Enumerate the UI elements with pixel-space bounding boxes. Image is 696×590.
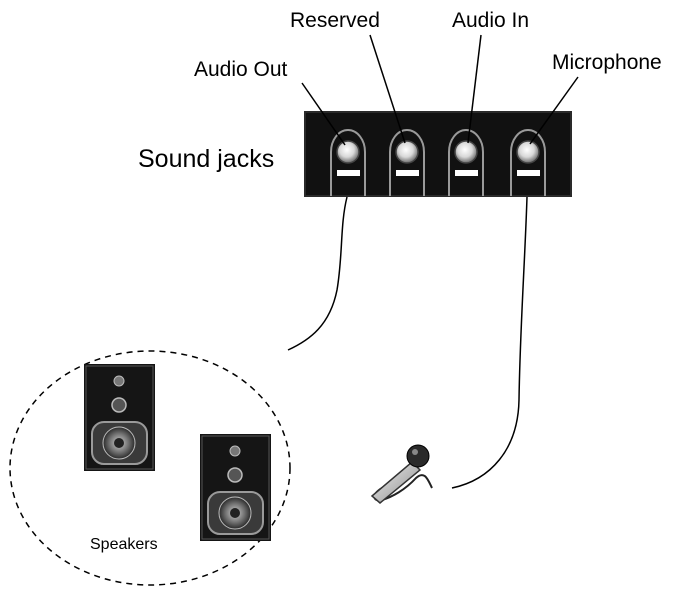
speaker-cable xyxy=(287,196,348,351)
speakers-label: Speakers xyxy=(90,536,158,553)
audio-in-jack[interactable] xyxy=(448,129,484,196)
speakers-group-circle xyxy=(9,350,291,586)
sound-jacks-label: Sound jacks xyxy=(138,145,275,173)
audio-in-label: Audio In xyxy=(452,9,530,32)
reserved-leader xyxy=(369,34,406,144)
microphone-icon xyxy=(370,444,433,504)
microphone-label: Microphone xyxy=(552,51,662,74)
speaker-icon xyxy=(84,364,155,471)
leader-lines xyxy=(301,34,579,146)
audio-out-leader xyxy=(301,82,346,146)
audio-in-leader xyxy=(467,34,482,144)
audio-out-jack[interactable] xyxy=(330,129,366,196)
speaker-icon xyxy=(200,434,271,541)
reserved-label: Reserved xyxy=(290,9,380,32)
reserved-jack[interactable] xyxy=(389,129,425,196)
audio-out-label: Audio Out xyxy=(194,58,288,81)
microphone-leader xyxy=(529,76,579,145)
microphone-jack[interactable] xyxy=(510,129,546,196)
microphone-cable xyxy=(451,196,528,489)
